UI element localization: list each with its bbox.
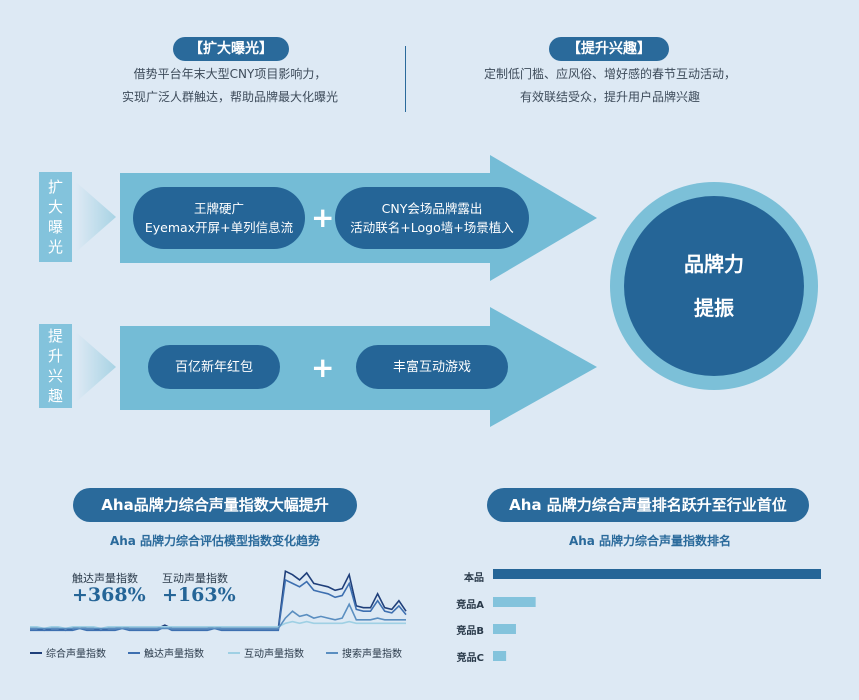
interaction-metric-value: +163% [162,584,236,606]
expand-chevron [76,182,116,252]
interest-chevron [76,332,116,402]
cny-venue-oval: CNY会场品牌露出 活动联名+Logo墙+场景植入 [335,187,529,249]
rank-label: 竞品C [456,653,484,664]
expand-exposure-title: 【扩大曝光】 [173,37,289,61]
volume-trend-subtitle: Aha 品牌力综合评估模型指数变化趋势 [109,534,321,548]
raise-interest-description: 定制低门槛、应风俗、增好感的春节互动活动， 有效联结受众，提升用户品牌兴趣 [430,63,790,109]
reach-metric-value: +368% [72,584,146,606]
legend-item: 综合声量指数 [30,645,106,660]
label-char: 趣 [47,387,63,405]
interaction-metric-label: 互动声量指数 [162,572,228,585]
legend-item: 互动声量指数 [228,645,304,660]
legend-label: 综合声量指数 [46,649,106,660]
expand-exposure-line2: 实现广泛人群触达，帮助品牌最大化曝光 [121,90,338,104]
legend-item: 触达声量指数 [128,645,204,660]
brand-power-circle: 品牌力 提振 [610,182,818,390]
ranking-bar [493,569,821,579]
reach-metric-label: 触达声量指数 [72,572,138,585]
legend-item: 搜索声量指数 [326,645,402,660]
label-char: 升 [47,347,63,365]
ranking-bar [493,651,507,661]
label-char: 大 [47,198,63,216]
expand-exposure-line1: 借势平台年末大型CNY项目影响力， [133,67,327,81]
legend-swatch [326,651,338,654]
legend-label: 互动声量指数 [244,649,304,660]
cny-venue-line2: 活动联名+Logo墙+场景植入 [350,220,514,235]
interest-side-label: 提 升 兴 趣 [39,324,72,408]
ranking-title: Aha 品牌力综合声量排名跃升至行业首位 [487,488,809,522]
raise-interest-title: 【提升兴趣】 [549,37,669,61]
ranking-bar [493,624,516,634]
label-char: 提 [47,327,63,345]
expand-side-label: 扩 大 曝 光 [39,172,72,262]
rank-label: 竞品B [456,626,484,637]
raise-interest-line2: 有效联结受众，提升用户品牌兴趣 [519,90,700,104]
volume-index-title: Aha品牌力综合声量指数大幅提升 [73,488,357,522]
label-char: 光 [47,238,63,256]
label-char: 兴 [47,367,63,385]
brand-power-line2: 提振 [694,296,734,320]
series-line [30,620,406,630]
legend-label: 触达声量指数 [144,649,204,660]
red-packet-oval: 百亿新年红包 [148,345,280,389]
legend-label: 搜索声量指数 [342,649,402,660]
raise-interest-line1: 定制低门槛、应风俗、增好感的春节互动活动， [483,67,736,81]
ranking-subtitle: Aha 品牌力综合声量指数排名 [568,534,732,548]
ranking-bar [493,597,536,607]
plus-sign: + [311,201,335,234]
legend-swatch [228,651,240,654]
rank-label: 本品 [464,573,484,584]
cny-venue-line1: CNY会场品牌露出 [381,201,483,216]
legend-swatch [30,651,42,654]
brand-power-line1: 品牌力 [684,252,744,276]
volume-trend-chart [30,569,407,632]
series-line [30,578,407,632]
label-char: 曝 [47,218,63,236]
hard-ad-line2: Eyemax开屏+单列信息流 [144,220,294,235]
interactive-games-oval: 丰富互动游戏 [356,345,508,389]
hard-ad-oval: 王牌硬广 Eyemax开屏+单列信息流 [133,187,305,249]
plus-sign: + [311,351,335,384]
legend-swatch [128,651,140,654]
series-line [30,602,406,630]
header-divider [405,46,406,112]
ranking-bar-chart [493,569,821,661]
rank-label: 竞品A [456,600,484,611]
hard-ad-line1: 王牌硬广 [193,201,244,216]
expand-exposure-description: 借势平台年末大型CNY项目影响力， 实现广泛人群触达，帮助品牌最大化曝光 [60,63,400,109]
label-char: 扩 [47,178,63,196]
